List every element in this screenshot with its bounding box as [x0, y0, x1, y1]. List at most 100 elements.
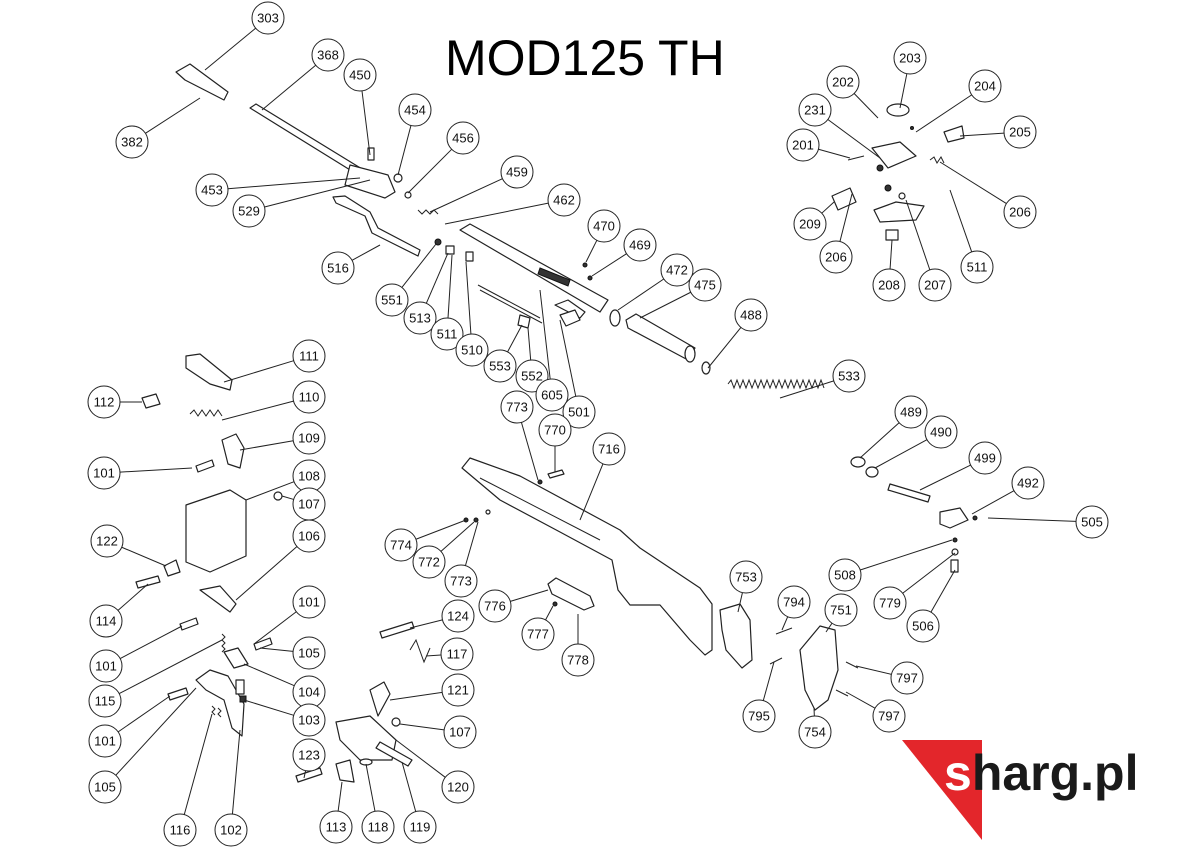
callout-leader-line [253, 611, 297, 645]
callout-circle [384, 528, 418, 562]
part-number-label: 753 [735, 570, 757, 585]
callout-leader-line [959, 132, 1005, 137]
callout-circle [890, 661, 924, 695]
part-number-label: 716 [598, 442, 620, 457]
part-number-label: 101 [298, 595, 320, 610]
part-number-label: 551 [381, 293, 403, 308]
callout-leader-line [239, 440, 294, 451]
part-number-label: 751 [830, 603, 852, 618]
callout-circle [688, 268, 722, 302]
callout-circle [906, 609, 940, 643]
part-number-label: 797 [896, 671, 918, 686]
part-number-label: 772 [418, 555, 440, 570]
part-number-label: 101 [93, 466, 115, 481]
callout-leader-line [243, 699, 294, 716]
part-number-label: 453 [201, 183, 223, 198]
callout-leader-line [389, 691, 443, 701]
part-number-label: 207 [924, 278, 946, 293]
callout-leader-line [939, 161, 1007, 204]
callout-leader-line [261, 64, 317, 111]
part-number-label: 110 [299, 390, 320, 405]
part-number-label: 552 [521, 369, 543, 384]
part-number-label: 456 [452, 131, 474, 146]
callout-circle [538, 413, 572, 447]
callout-leader-line [899, 73, 908, 109]
callout-leader-line [617, 278, 665, 311]
callout-leader-line [902, 552, 956, 594]
callout-leader-line [429, 178, 503, 213]
callout-leader-line [510, 589, 549, 602]
part-number-label: 209 [799, 217, 821, 232]
callout-circle [292, 585, 326, 619]
part-number-label: 499 [974, 451, 996, 466]
callout-leader-line [221, 400, 294, 421]
part-number-label: 107 [449, 725, 471, 740]
callout-circle [924, 415, 958, 449]
callout-circle [729, 560, 763, 594]
part-number-label: 121 [447, 683, 469, 698]
callout-leader-line [117, 695, 171, 733]
part-number-label: 111 [299, 349, 319, 364]
part-number-label: 506 [912, 619, 934, 634]
callout-leader-line [243, 663, 295, 687]
callout-circle [321, 251, 355, 285]
callout-circle [412, 545, 446, 579]
callout-circle [786, 128, 820, 162]
callout-leader-line [119, 625, 183, 659]
part-number-label: 489 [900, 405, 922, 420]
callout-circle [734, 298, 768, 332]
callout-circle [893, 41, 927, 75]
part-number-label: 118 [368, 820, 389, 835]
callout-leader-line [889, 239, 893, 270]
part-number-label: 119 [410, 820, 431, 835]
callout-circle [292, 636, 326, 670]
part-number-label: 505 [1081, 515, 1103, 530]
callout-circle [623, 228, 657, 262]
part-number-label: 101 [95, 659, 117, 674]
part-number-label: 533 [838, 369, 860, 384]
part-number-label: 231 [804, 103, 826, 118]
callout-leader-line [118, 639, 223, 695]
part-number-label: 754 [804, 725, 826, 740]
callout-circle [562, 395, 596, 429]
callout-circle [798, 93, 832, 127]
part-number-label: 103 [298, 713, 320, 728]
callout-circle [403, 810, 437, 844]
callout-circle [592, 432, 626, 466]
callout-circle [824, 593, 858, 627]
callout-leader-line [425, 654, 442, 657]
callout-circle [292, 339, 326, 373]
logo-letter-s: s [944, 745, 972, 801]
callout-circle [443, 715, 477, 749]
callout-leader-line [365, 763, 376, 812]
part-number-label: 470 [593, 219, 615, 234]
callout-circle [872, 268, 906, 302]
callout-leader-line [407, 148, 453, 194]
part-number-label: 553 [489, 359, 511, 374]
part-number-label: 777 [527, 627, 549, 642]
part-number-label: 472 [666, 263, 688, 278]
part-number-label: 490 [930, 425, 952, 440]
callout-circle [660, 253, 694, 287]
callout-circle [968, 69, 1002, 103]
callout-leader-line [915, 94, 972, 133]
callout-circle [441, 770, 475, 804]
callout-circle [214, 813, 248, 847]
part-number-label: 778 [567, 653, 589, 668]
callout-leader-line [397, 125, 412, 176]
callout-leader-line [303, 770, 307, 779]
part-number-label: 513 [409, 311, 431, 326]
part-number-label: 454 [404, 103, 426, 118]
callout-leader-line [762, 661, 775, 701]
part-number-label: 202 [832, 75, 854, 90]
part-number-label: 488 [740, 308, 762, 323]
sharg-logo: sharg.pl [902, 740, 1139, 840]
part-number-label: 795 [748, 709, 770, 724]
callout-circle [441, 673, 475, 707]
callout-leader-line [444, 202, 549, 225]
part-number-label: 123 [298, 748, 320, 763]
callout-leader-line [845, 691, 876, 709]
part-number-label: 106 [298, 529, 320, 544]
callout-leader-line [361, 90, 371, 156]
